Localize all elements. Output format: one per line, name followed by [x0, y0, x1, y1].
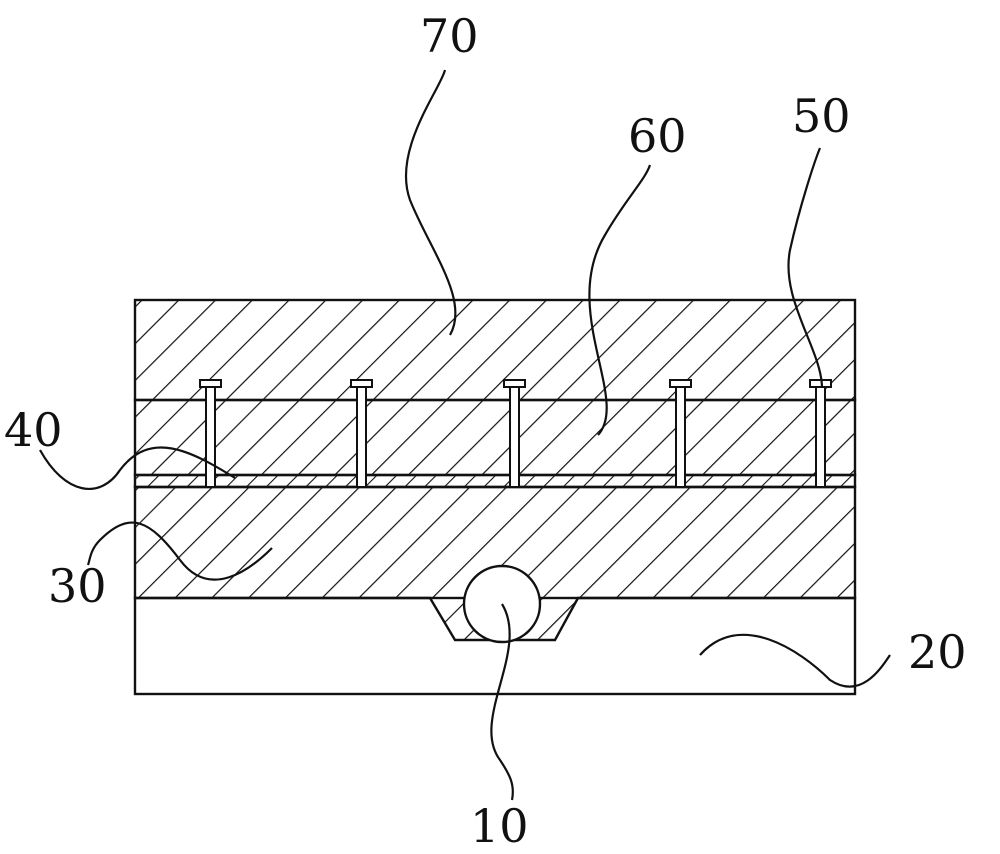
- label-70: 70: [420, 9, 479, 63]
- label-50: 50: [792, 89, 851, 143]
- label-60: 60: [628, 109, 687, 163]
- pins-50: [199, 379, 832, 488]
- layer-60: [133, 398, 857, 477]
- pin: [669, 379, 692, 488]
- layer-40: [133, 473, 857, 489]
- label-40: 40: [4, 403, 63, 457]
- label-20: 20: [908, 625, 967, 679]
- leader-line-10: [490, 603, 514, 801]
- pin: [350, 379, 373, 488]
- leader-line-20: [699, 633, 891, 688]
- leader-line-60: [588, 164, 652, 436]
- layer-70: [133, 298, 857, 402]
- pin: [199, 379, 222, 488]
- label-30: 30: [48, 559, 107, 613]
- leader-line-40: [39, 446, 236, 491]
- layer-30: [133, 485, 857, 642]
- pin: [503, 379, 526, 488]
- leader-line-70: [404, 69, 457, 336]
- leader-line-50: [787, 147, 824, 389]
- label-10: 10: [470, 799, 529, 853]
- leader-line-30: [86, 521, 273, 581]
